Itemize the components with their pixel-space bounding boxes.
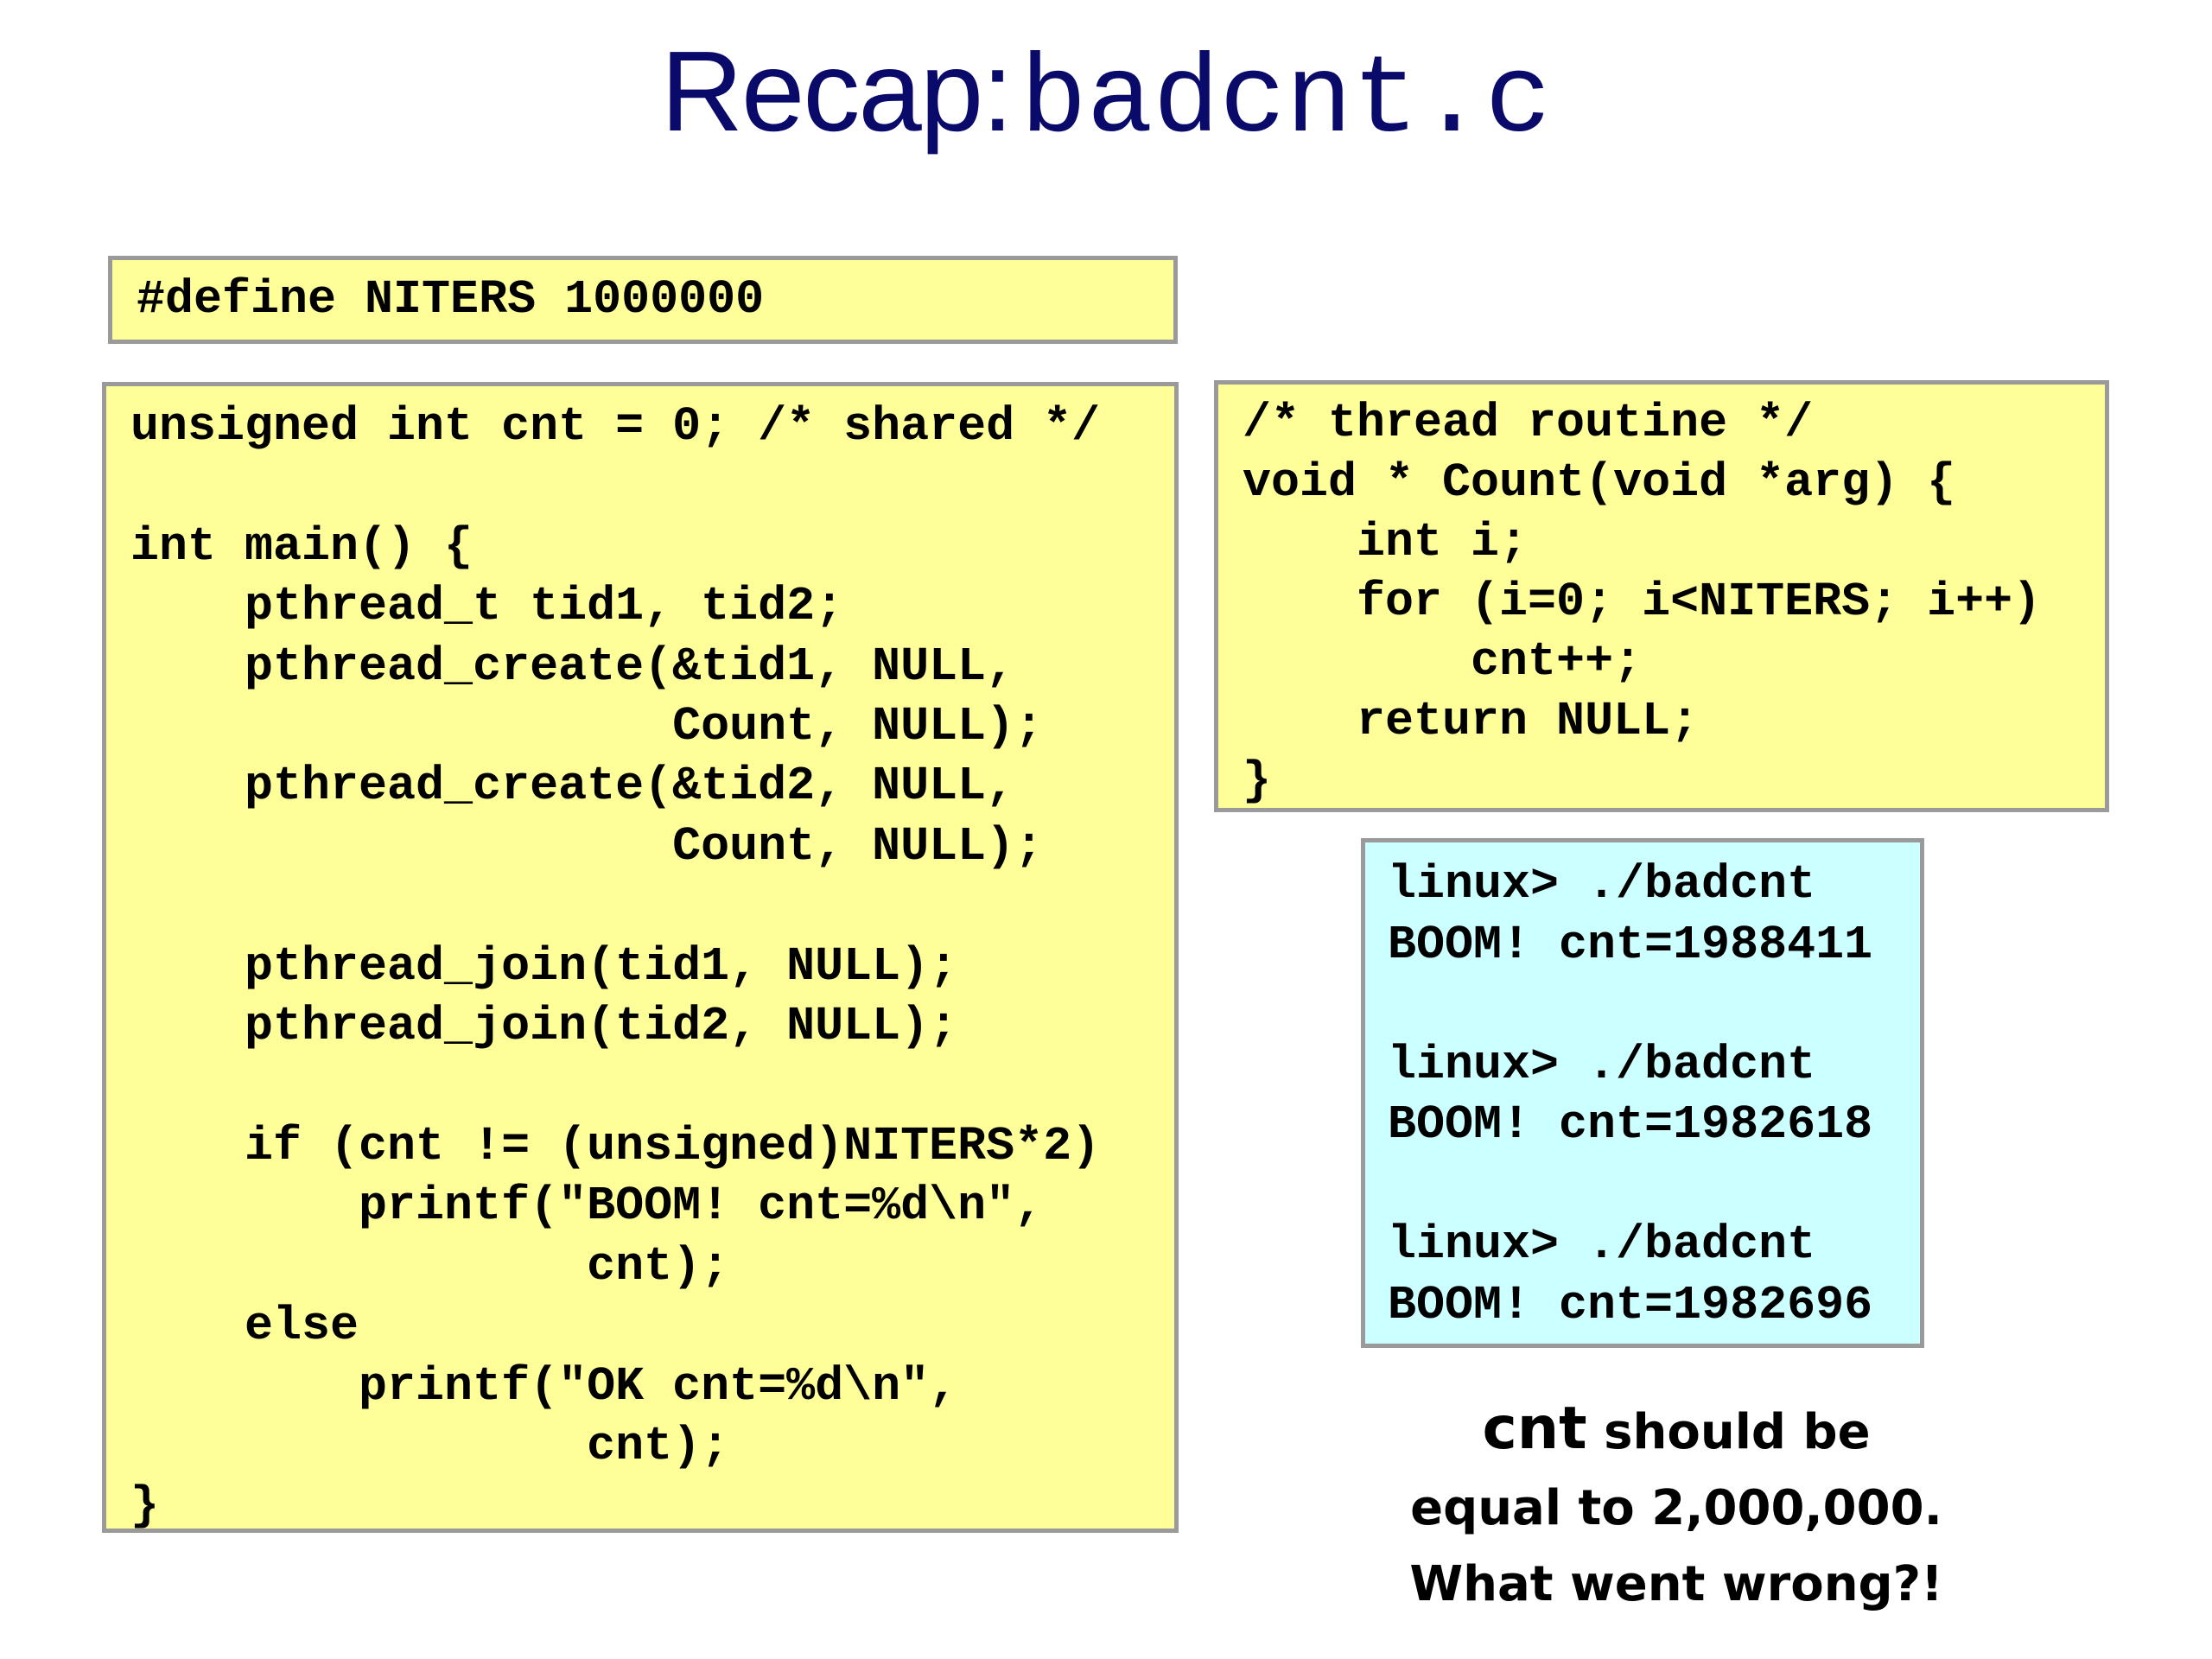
caption-line-1-rest: should be <box>1586 1404 1871 1460</box>
main-function-code-box: unsigned int cnt = 0; /* shared */ int m… <box>102 382 1179 1533</box>
thread-routine-code-box: /* thread routine */ void * Count(void *… <box>1214 380 2109 812</box>
caption-line-1: cnt should be <box>1331 1391 2022 1471</box>
title-text: Recap: <box>660 28 1014 155</box>
caption-line-3: What went wrong?! <box>1409 1556 1943 1612</box>
slide-title: Recap:badcnt.c <box>0 26 2212 164</box>
console-output-box: linux> ./badcnt BOOM! cnt=1988411 linux>… <box>1361 838 1924 1348</box>
title-filename: badcnt.c <box>1020 39 1552 164</box>
question-caption: cnt should be equal to 2,000,000. What w… <box>1331 1391 2022 1623</box>
define-code-box: #define NITERS 1000000 <box>108 256 1178 344</box>
caption-line-2: equal to 2,000,000. <box>1410 1480 1942 1536</box>
caption-code-word: cnt <box>1482 1395 1587 1463</box>
